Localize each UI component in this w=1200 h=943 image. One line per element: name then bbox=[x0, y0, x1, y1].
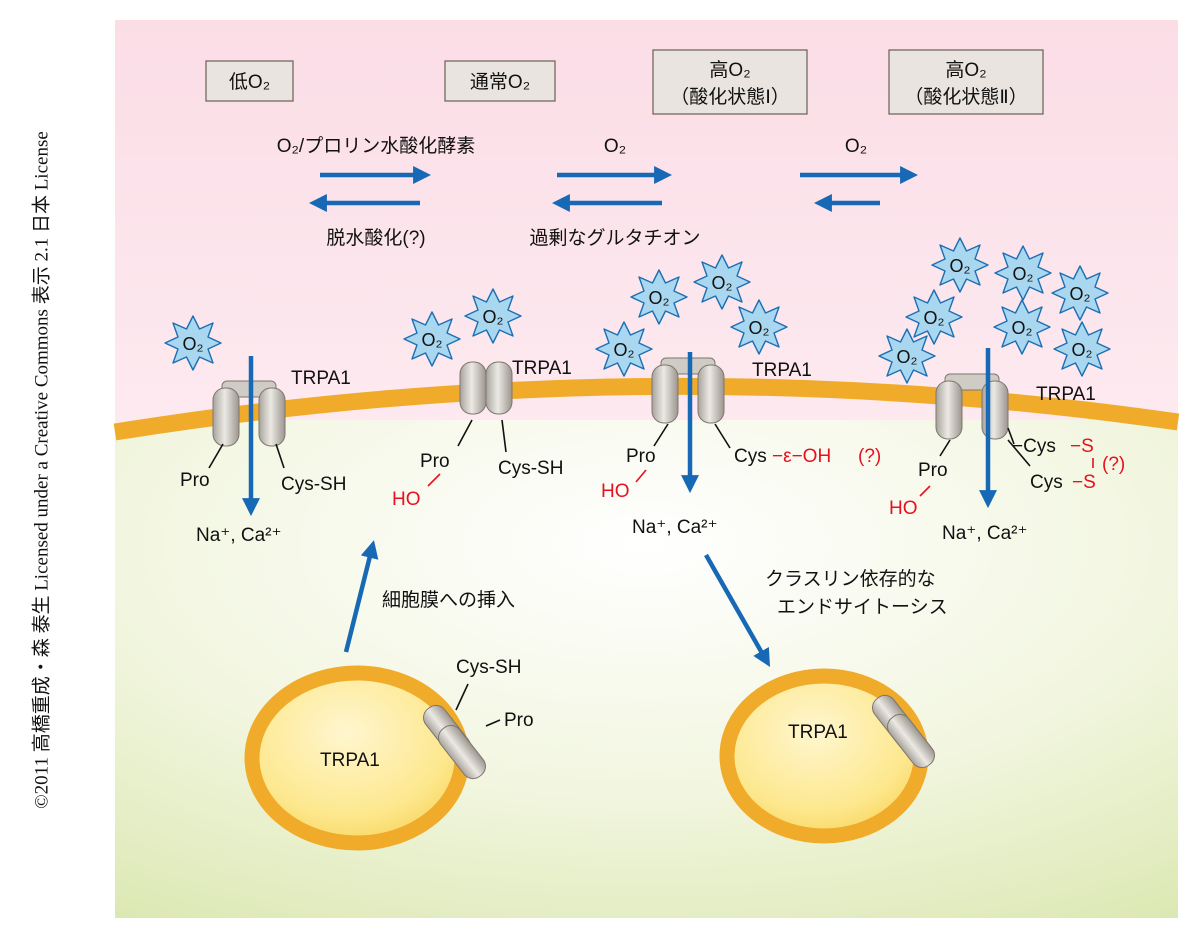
trpa1-channel-low-o2: TRPA1 Pro Cys-SH Na⁺, Ca²⁺ bbox=[180, 356, 351, 546]
ions-label: Na⁺, Ca²⁺ bbox=[196, 525, 282, 546]
state-high-o2-oxidized-1: 高O₂ （酸化状態Ⅰ） bbox=[652, 49, 808, 115]
state-high2-line2: （酸化状態Ⅱ） bbox=[904, 86, 1027, 108]
ions-label: Na⁺, Ca²⁺ bbox=[632, 517, 718, 538]
ions-label: Na⁺, Ca²⁺ bbox=[942, 523, 1028, 544]
o2-label: O₂ bbox=[614, 340, 635, 360]
pro-residue: Pro bbox=[180, 470, 210, 491]
hydroxyl-group: HO bbox=[889, 498, 918, 519]
cys-sh-residue: Cys-SH bbox=[498, 458, 563, 479]
o2-molecule: O₂ bbox=[878, 328, 936, 384]
trpa1-channel-normal-o2: TRPA1 Pro HO Cys-SH bbox=[392, 358, 572, 510]
endocytosis-label-line1: クラスリン依存的な bbox=[765, 568, 936, 590]
o2-label: O₂ bbox=[649, 288, 670, 308]
o2-label: O₂ bbox=[1012, 318, 1033, 338]
o2-molecule: O₂ bbox=[905, 289, 963, 345]
o2-label: O₂ bbox=[1072, 340, 1093, 360]
o2-label: O₂ bbox=[749, 318, 770, 338]
o2-molecule: O₂ bbox=[164, 315, 222, 371]
state-high1-line1: 高O₂ bbox=[709, 59, 750, 81]
o2-label: O₂ bbox=[924, 308, 945, 328]
o2-molecule: O₂ bbox=[595, 321, 653, 377]
forward-reaction-3-label: O₂ bbox=[845, 136, 867, 157]
disulfide-s-upper: −S bbox=[1070, 436, 1094, 457]
endocytosis-arrow bbox=[704, 553, 771, 668]
trpa1-channel-oxidized-2: TRPA1 Pro HO −Cys −S (?) Cys −S Na⁺, Ca²… bbox=[889, 348, 1125, 544]
state-normal-o2-label: 通常O₂ bbox=[470, 71, 530, 93]
o2-label: O₂ bbox=[950, 256, 971, 276]
state-high-o2-oxidized-2: 高O₂ （酸化状態Ⅱ） bbox=[888, 49, 1044, 115]
hydroxyl-group: HO bbox=[601, 481, 630, 502]
o2-molecules: O₂ O₂ O₂ O₂ O₂ O₂ O₂ O₂ O₂ O₂ O₂ O₂ O₂ O… bbox=[164, 237, 1111, 384]
endocytosis-label-line2: エンドサイトーシス bbox=[777, 597, 948, 618]
uncertain-mark: (?) bbox=[858, 446, 881, 467]
o2-label: O₂ bbox=[1070, 284, 1091, 304]
trpa1-channel-oxidized-1: TRPA1 Pro HO Cys −ε−OH (?) Na⁺, Ca²⁺ bbox=[601, 352, 881, 538]
pro-residue: Pro bbox=[626, 446, 656, 467]
o2-molecule: O₂ bbox=[1053, 321, 1111, 377]
cys-residue-lower: Cys bbox=[1030, 472, 1063, 493]
intracellular-vesicle-right: TRPA1 bbox=[719, 668, 935, 844]
trpa1-label: TRPA1 bbox=[512, 358, 572, 379]
pro-residue: Pro bbox=[918, 460, 948, 481]
o2-molecule: O₂ bbox=[730, 299, 788, 355]
cys-sh-residue: Cys-SH bbox=[281, 474, 346, 495]
membrane-insertion-arrow bbox=[343, 540, 379, 653]
intracellular-vesicle-left: TRPA1 Cys-SH Pro bbox=[244, 657, 534, 851]
reverse-reaction-2-label: 過剰なグルタチオン bbox=[529, 227, 700, 249]
state-low-o2-label: 低O₂ bbox=[229, 71, 270, 93]
o2-label: O₂ bbox=[712, 273, 733, 293]
state-high1-line2: （酸化状態Ⅰ） bbox=[670, 86, 790, 108]
o2-molecule: O₂ bbox=[994, 245, 1052, 301]
forward-reaction-2-label: O₂ bbox=[604, 136, 626, 157]
sulfenic-acid-group: −ε−OH bbox=[772, 446, 831, 467]
o2-molecule: O₂ bbox=[403, 311, 461, 367]
extracellular-region bbox=[115, 20, 1178, 428]
hydroxyl-group: HO bbox=[392, 489, 421, 510]
cys-sh-residue: Cys-SH bbox=[456, 657, 521, 678]
membrane-insertion-label: 細胞膜への挿入 bbox=[382, 589, 515, 611]
reverse-reaction-1-label: 脱水酸化(?) bbox=[326, 227, 425, 249]
o2-label: O₂ bbox=[897, 347, 918, 367]
vesicle-trpa1-label: TRPA1 bbox=[788, 722, 848, 743]
cytoplasm-area bbox=[115, 420, 1178, 918]
pro-residue: Pro bbox=[420, 451, 450, 472]
trpa1-label: TRPA1 bbox=[752, 360, 812, 381]
vesicle-trpa1-label: TRPA1 bbox=[320, 750, 380, 771]
cys-residue-upper: −Cys bbox=[1012, 436, 1056, 457]
o2-label: O₂ bbox=[1013, 264, 1034, 284]
o2-label: O₂ bbox=[183, 334, 204, 354]
o2-molecule: O₂ bbox=[993, 299, 1051, 355]
pro-residue: Pro bbox=[504, 710, 534, 731]
disulfide-s-lower: −S bbox=[1072, 472, 1096, 493]
o2-molecule: O₂ bbox=[693, 254, 751, 310]
state-low-o2: 低O₂ bbox=[205, 60, 294, 102]
o2-label: O₂ bbox=[483, 307, 504, 327]
o2-molecule: O₂ bbox=[464, 288, 522, 344]
cys-residue: Cys bbox=[734, 446, 767, 467]
o2-label: O₂ bbox=[422, 330, 443, 350]
state-high2-line1: 高O₂ bbox=[945, 59, 986, 81]
trpa1-label: TRPA1 bbox=[291, 368, 351, 389]
o2-molecule: O₂ bbox=[630, 269, 688, 325]
forward-reaction-1-label: O₂/プロリン水酸化酵素 bbox=[277, 135, 475, 157]
uncertain-mark: (?) bbox=[1102, 454, 1125, 475]
state-normal-o2: 通常O₂ bbox=[444, 60, 556, 102]
o2-molecule: O₂ bbox=[931, 237, 989, 293]
trpa1-label: TRPA1 bbox=[1036, 384, 1096, 405]
o2-molecule: O₂ bbox=[1051, 265, 1109, 321]
